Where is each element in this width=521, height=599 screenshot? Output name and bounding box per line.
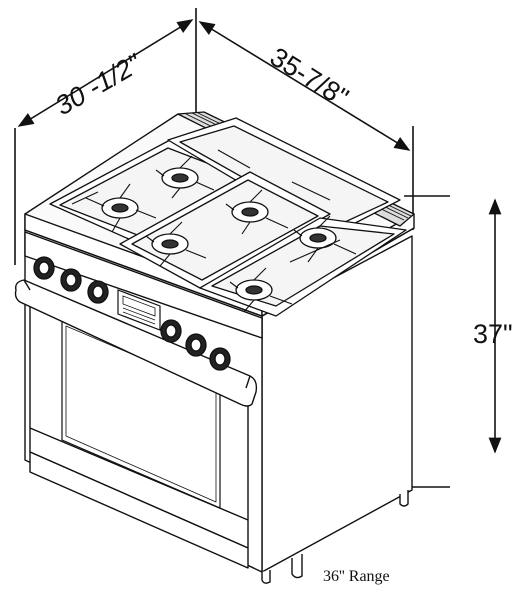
door-handle: [14, 279, 258, 407]
width-dimension-label: 35-7/8": [265, 42, 354, 113]
burner-2-icon: [161, 167, 199, 189]
depth-dimension-label: 30 -1/2": [50, 48, 147, 122]
range-caption: 36'' Range: [323, 568, 390, 585]
burner-1-icon: [101, 197, 139, 219]
knob-6-icon: [209, 347, 231, 371]
width-dimension-line: [198, 21, 411, 151]
burner-4-icon: [299, 227, 337, 249]
knob-4-icon: [160, 319, 182, 343]
control-knobs: [33, 256, 231, 371]
knob-2-icon: [60, 268, 82, 292]
grate-fingers: [71, 149, 357, 313]
knob-3-icon: [87, 280, 109, 304]
dimension-lines: [14, 8, 502, 488]
burner-5-icon: [151, 233, 189, 255]
control-display: [117, 289, 161, 331]
burner-3-icon: [231, 201, 269, 223]
knob-1-icon: [33, 256, 55, 280]
height-dimension-label: 37": [473, 319, 513, 349]
depth-dimension-line: [17, 19, 194, 127]
burner-6-icon: [235, 279, 273, 301]
kick-plate: [29, 451, 249, 569]
knob-5-icon: [185, 333, 207, 357]
